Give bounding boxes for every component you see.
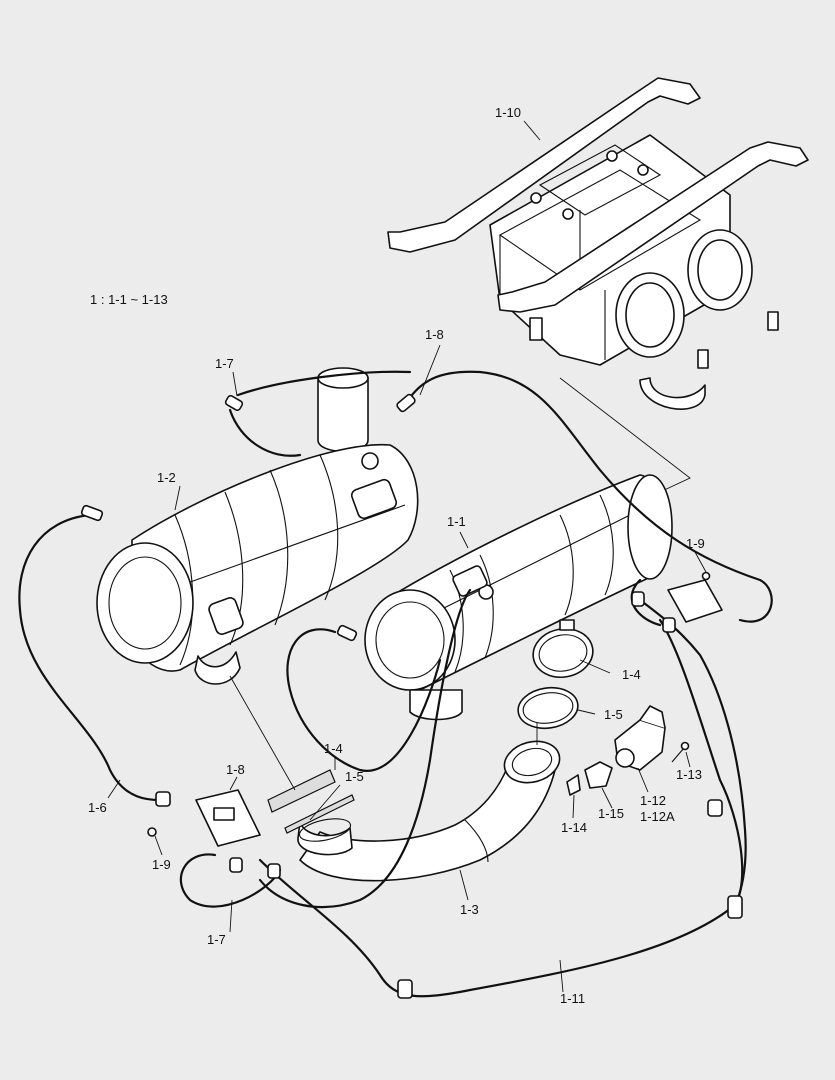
gasket-1-5-left (284, 794, 355, 834)
label-1-9-right: 1-9 (686, 536, 705, 551)
gasket-1-15 (584, 761, 613, 789)
elbow-pipe-1-3 (297, 740, 561, 882)
label-1-9-left: 1-9 (152, 857, 171, 872)
label-1-6: 1-6 (88, 800, 107, 815)
label-1-8-left: 1-8 (226, 762, 245, 777)
part-labels: 1 : 1-1 ~ 1-13 1-10 1-7 1-8 1-2 1-1 1-9 … (88, 105, 705, 1006)
series-note: 1 : 1-1 ~ 1-13 (90, 292, 168, 307)
label-1-3: 1-3 (460, 902, 479, 917)
label-1-8-top: 1-8 (425, 327, 444, 342)
label-1-4-left: 1-4 (324, 741, 343, 756)
clip-1-14 (566, 774, 581, 796)
label-1-7-top: 1-7 (215, 356, 234, 371)
clamp-1-4-left (267, 769, 336, 813)
label-1-13: 1-13 (676, 767, 702, 782)
dosing-module-1-12 (614, 705, 666, 771)
mounting-bracket-1-10 (387, 77, 809, 493)
leader-lines (107, 120, 707, 993)
catalyst-body-1-1 (364, 474, 673, 721)
muffler-body-1-2 (96, 367, 419, 685)
label-1-14: 1-14 (561, 820, 587, 835)
label-1-12: 1-12 (640, 793, 666, 808)
clamp-1-4-right (532, 619, 594, 679)
gasket-1-5-right (517, 686, 579, 730)
label-1-7-bottom: 1-7 (207, 932, 226, 947)
label-1-11: 1-11 (560, 991, 585, 1006)
wiring-harness (18, 370, 773, 999)
label-1-4-right: 1-4 (622, 667, 641, 682)
label-1-15: 1-15 (598, 806, 624, 821)
label-1-2: 1-2 (157, 470, 176, 485)
label-1-5-left: 1-5 (345, 769, 364, 784)
label-1-5-right: 1-5 (604, 707, 623, 722)
bolt-1-13 (671, 741, 690, 763)
sensor-module-1-8-left (147, 789, 261, 847)
sensor-module-1-9-right (667, 571, 723, 623)
label-1-1: 1-1 (447, 514, 466, 529)
label-1-10: 1-10 (495, 105, 521, 120)
label-1-12a: 1-12A (640, 809, 675, 824)
